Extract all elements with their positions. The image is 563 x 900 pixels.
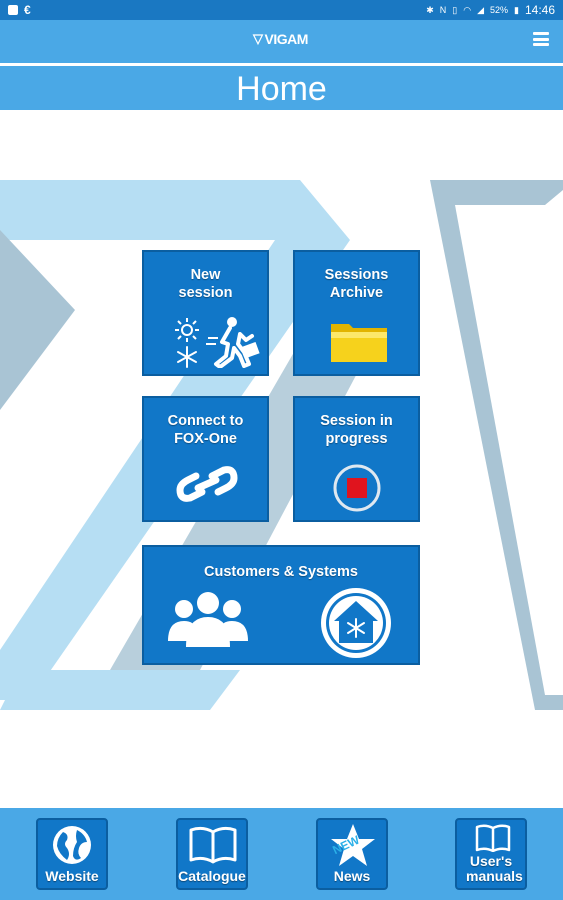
logo-text: VIGAM xyxy=(264,31,309,47)
bg-v-bottom xyxy=(0,670,240,710)
sun-icon xyxy=(175,318,199,342)
website-label: Website xyxy=(45,868,99,884)
page-title: Home xyxy=(236,70,327,108)
sessions-archive-tile[interactable]: Sessions Archive xyxy=(293,250,420,376)
home-cooling-icon xyxy=(321,588,391,658)
status-bar: € ✱ N ▯ ◠ ◢ 52% ▮ 14:46 xyxy=(0,0,563,20)
vibrate-icon: ▯ xyxy=(452,4,458,15)
running-technician-icon xyxy=(206,317,260,368)
people-group-icon xyxy=(168,592,248,647)
customers-systems-label: Customers & Systems xyxy=(204,564,358,580)
customers-systems-tile[interactable]: Customers & Systems xyxy=(142,545,420,665)
news-button[interactable]: NEW News xyxy=(316,818,388,890)
bluetooth-icon: ✱ xyxy=(426,4,434,15)
wifi-icon: ◠ xyxy=(463,4,472,15)
new-session-tile[interactable]: New session xyxy=(142,250,269,376)
session-in-progress-label: Session in progress xyxy=(320,413,393,447)
snowflake-icon xyxy=(177,346,197,368)
background-logo-art xyxy=(0,180,563,710)
battery-icon: ▮ xyxy=(514,4,519,15)
sessions-archive-label: Sessions Archive xyxy=(324,267,389,301)
app-notification-icon: € xyxy=(24,3,31,17)
connect-fox-one-tile[interactable]: Connect to FOX-One xyxy=(142,396,269,522)
stop-icon xyxy=(333,464,381,512)
folder-icon xyxy=(331,324,387,362)
bg-letter-inner xyxy=(455,205,563,695)
news-star-icon xyxy=(331,824,375,866)
vigam-logo: ▽ VIGAM xyxy=(253,31,308,47)
status-right-icons: ✱ N ▯ ◠ ◢ 52% ▮ 14:46 xyxy=(426,3,555,17)
connect-fox-one-label: Connect to FOX-One xyxy=(167,413,244,447)
open-book-icon xyxy=(189,826,237,864)
bg-letter-gap xyxy=(455,190,563,310)
session-in-progress-tile[interactable]: Session in progress xyxy=(293,396,420,522)
battery-level: 52% xyxy=(490,5,509,15)
nfc-icon: N xyxy=(439,5,447,15)
menu-icon[interactable] xyxy=(533,32,549,46)
bg-diamond xyxy=(0,230,75,410)
users-manuals-label: User's manuals xyxy=(466,853,523,884)
catalogue-label: Catalogue xyxy=(178,868,246,884)
bottom-navigation: Website Catalogue NEW News User's manual… xyxy=(0,808,563,900)
website-button[interactable]: Website xyxy=(36,818,108,890)
catalogue-button[interactable]: Catalogue xyxy=(176,818,248,890)
menu-line xyxy=(533,37,549,41)
clock: 14:46 xyxy=(524,3,555,17)
link-icon xyxy=(176,466,238,502)
globe-icon xyxy=(53,826,91,864)
news-label: News xyxy=(333,868,371,884)
signal-icon: ◢ xyxy=(477,4,484,15)
new-session-label: New session xyxy=(178,267,233,301)
users-manuals-button[interactable]: User's manuals xyxy=(455,818,527,890)
title-bar: Home xyxy=(0,66,563,110)
manual-book-icon xyxy=(475,824,511,852)
vigam-logo-icon: ▽ xyxy=(253,31,263,46)
image-notification-icon xyxy=(8,5,18,15)
menu-line xyxy=(533,43,549,46)
app-bar: ▽ VIGAM xyxy=(0,20,563,63)
menu-line xyxy=(533,32,549,35)
status-left-icons: € xyxy=(8,3,31,17)
